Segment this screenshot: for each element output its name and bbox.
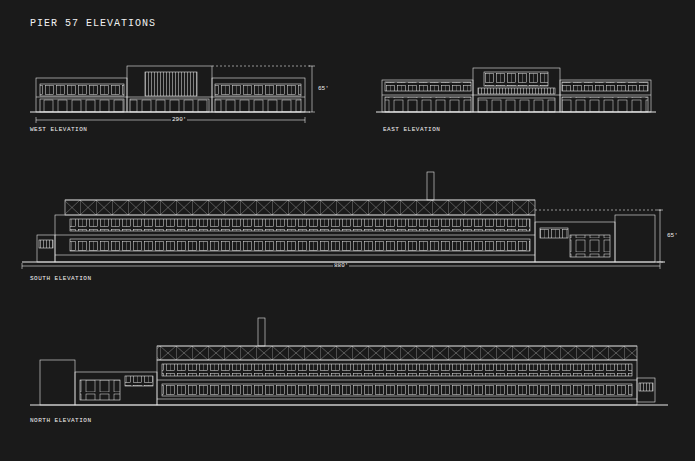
view-title: SOUTH ELEVATION xyxy=(30,276,92,282)
dimension: 290' xyxy=(171,117,187,123)
dimension: 65' xyxy=(317,86,330,92)
view-title: WEST ELEVATION xyxy=(30,127,87,133)
dimension: 880' xyxy=(333,263,349,269)
north-elevation xyxy=(30,318,668,405)
south-elevation xyxy=(22,172,665,269)
view-title: EAST ELEVATION xyxy=(383,127,440,133)
east-elevation xyxy=(376,68,656,112)
west-elevation xyxy=(30,66,315,123)
dimension: 65' xyxy=(666,233,679,239)
page-title: PIER 57 ELEVATIONS xyxy=(30,19,156,29)
view-title: NORTH ELEVATION xyxy=(30,418,92,424)
